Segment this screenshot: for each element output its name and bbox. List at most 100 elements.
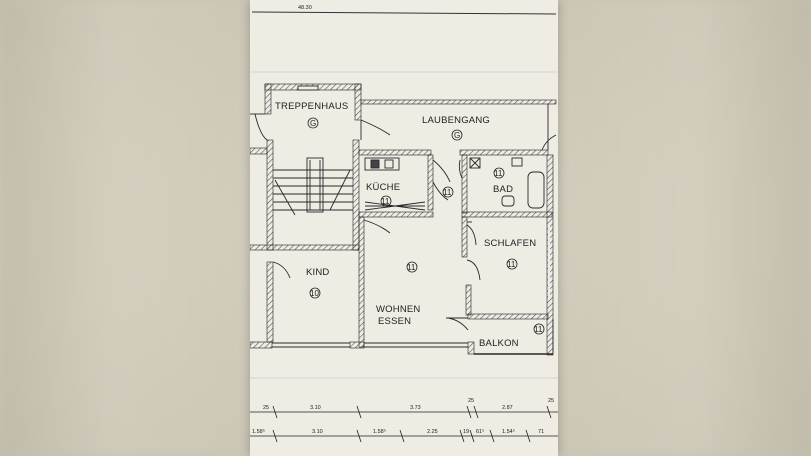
room-label-kind: KIND bbox=[306, 267, 330, 278]
wall bbox=[358, 211, 434, 218]
dimension-label: 1.58⁵ bbox=[373, 428, 386, 435]
dimension-tick bbox=[356, 429, 362, 443]
room-number: 11 bbox=[407, 263, 416, 272]
room-label-laubengang: LAUBENGANG bbox=[422, 115, 490, 126]
room-number: 11 bbox=[443, 188, 452, 197]
dimension-chain-1 bbox=[250, 405, 558, 419]
door-arc bbox=[363, 219, 391, 234]
door-arc bbox=[432, 159, 451, 183]
room-label-schlafen: SCHLAFEN bbox=[484, 238, 536, 249]
wall bbox=[461, 216, 468, 258]
stair-arrow bbox=[274, 179, 296, 216]
dimension-label: 25 bbox=[263, 405, 269, 411]
wall bbox=[358, 149, 432, 156]
room-number: 11 bbox=[534, 325, 543, 334]
room-number: 10 bbox=[310, 289, 319, 298]
window bbox=[297, 85, 319, 91]
room-marker bbox=[442, 186, 454, 198]
room-number: G bbox=[454, 131, 460, 140]
wall bbox=[249, 341, 273, 349]
dimension-label: 3.10 bbox=[312, 429, 323, 435]
room-label-balkon: BALKON bbox=[479, 338, 519, 349]
bath-fixture bbox=[469, 157, 481, 169]
room-label-kueche: KÜCHE bbox=[366, 182, 400, 193]
room-marker bbox=[380, 195, 392, 207]
dimension-label: 2.87 bbox=[502, 405, 513, 411]
room-marker bbox=[309, 287, 321, 299]
room-labels: TREPPENHAUS G LAUBENGANG G KÜCHE 11 11 B… bbox=[275, 101, 545, 349]
bath-sink bbox=[511, 157, 523, 167]
dimension-tick bbox=[525, 429, 531, 443]
stair-arrow bbox=[329, 169, 351, 211]
dimension-tick bbox=[489, 429, 495, 443]
wall bbox=[427, 154, 434, 211]
wall bbox=[467, 313, 549, 320]
wall bbox=[266, 261, 274, 343]
dimension-tick bbox=[399, 429, 405, 443]
blurred-background-left bbox=[0, 0, 250, 456]
floor-plan-sheet: 48.30 bbox=[249, 0, 558, 456]
door-arc bbox=[466, 224, 477, 246]
room-marker bbox=[406, 261, 418, 273]
blurred-background-right bbox=[558, 0, 811, 456]
room-number: 11 bbox=[381, 197, 390, 206]
wall bbox=[354, 83, 362, 121]
dimension-label: 71 bbox=[538, 429, 544, 435]
room-label-bad: BAD bbox=[493, 184, 513, 195]
wall bbox=[352, 139, 360, 251]
bath-fixture bbox=[469, 157, 481, 169]
wall bbox=[349, 341, 365, 349]
room-number: 11 bbox=[494, 169, 503, 178]
dimension-label: 25 bbox=[548, 398, 554, 404]
room-marker bbox=[506, 258, 518, 270]
dimension-labels-1: 25 3.10 3.73 25 2.87 25 bbox=[263, 398, 554, 411]
top-dimension-line bbox=[251, 11, 557, 15]
dimension-tick bbox=[466, 405, 472, 419]
room-marker bbox=[451, 129, 463, 141]
dimension-label: 1.58⁵ bbox=[252, 428, 265, 435]
dimension-chain-2 bbox=[250, 429, 558, 443]
kitchen-counter bbox=[364, 157, 400, 171]
top-dimension-label: 48.30 bbox=[298, 5, 312, 11]
room-number: 11 bbox=[507, 260, 516, 269]
door-arc bbox=[458, 159, 463, 179]
toilet bbox=[501, 195, 515, 207]
wall bbox=[360, 99, 557, 105]
dimension-tick bbox=[546, 405, 552, 419]
stair-well bbox=[306, 157, 324, 213]
door-arc bbox=[272, 261, 291, 279]
wall bbox=[467, 341, 475, 355]
room-marker bbox=[307, 117, 319, 129]
dimension-label: 3.73 bbox=[410, 405, 421, 411]
wall bbox=[461, 211, 553, 218]
door-arc bbox=[447, 317, 469, 331]
wall bbox=[459, 149, 549, 156]
dimension-label: 19 bbox=[463, 429, 469, 435]
wall bbox=[249, 147, 268, 155]
door-arc bbox=[466, 259, 481, 281]
dimension-label: 25 bbox=[468, 398, 474, 404]
door-arc bbox=[254, 113, 268, 141]
dimension-label: 2.25 bbox=[427, 429, 438, 435]
cabinet-line bbox=[364, 201, 426, 211]
dimension-tick bbox=[459, 429, 465, 443]
room-marker bbox=[493, 167, 505, 179]
door-arc bbox=[360, 119, 391, 136]
room-marker bbox=[533, 323, 545, 335]
thin-lines bbox=[250, 85, 557, 355]
dimension-labels-2: 1.58⁵ 3.10 1.58⁵ 2.25 19 61⁵ 1.54⁵ 71 bbox=[252, 428, 544, 435]
wall bbox=[465, 284, 472, 316]
wall bbox=[461, 154, 468, 214]
dimension-tick bbox=[272, 429, 278, 443]
wall bbox=[358, 216, 365, 348]
room-label-wohnen: WOHNEN bbox=[376, 304, 420, 315]
room-number: G bbox=[310, 119, 316, 128]
wall bbox=[266, 139, 274, 251]
dimension-tick bbox=[473, 405, 479, 419]
floor-plan-drawing: 48.30 bbox=[249, 5, 558, 443]
bathtub bbox=[527, 171, 545, 209]
wall bbox=[249, 244, 360, 251]
dimension-tick bbox=[272, 405, 278, 419]
room-label-treppenhaus: TREPPENHAUS bbox=[275, 101, 348, 112]
dimension-label: 61⁵ bbox=[476, 428, 484, 435]
